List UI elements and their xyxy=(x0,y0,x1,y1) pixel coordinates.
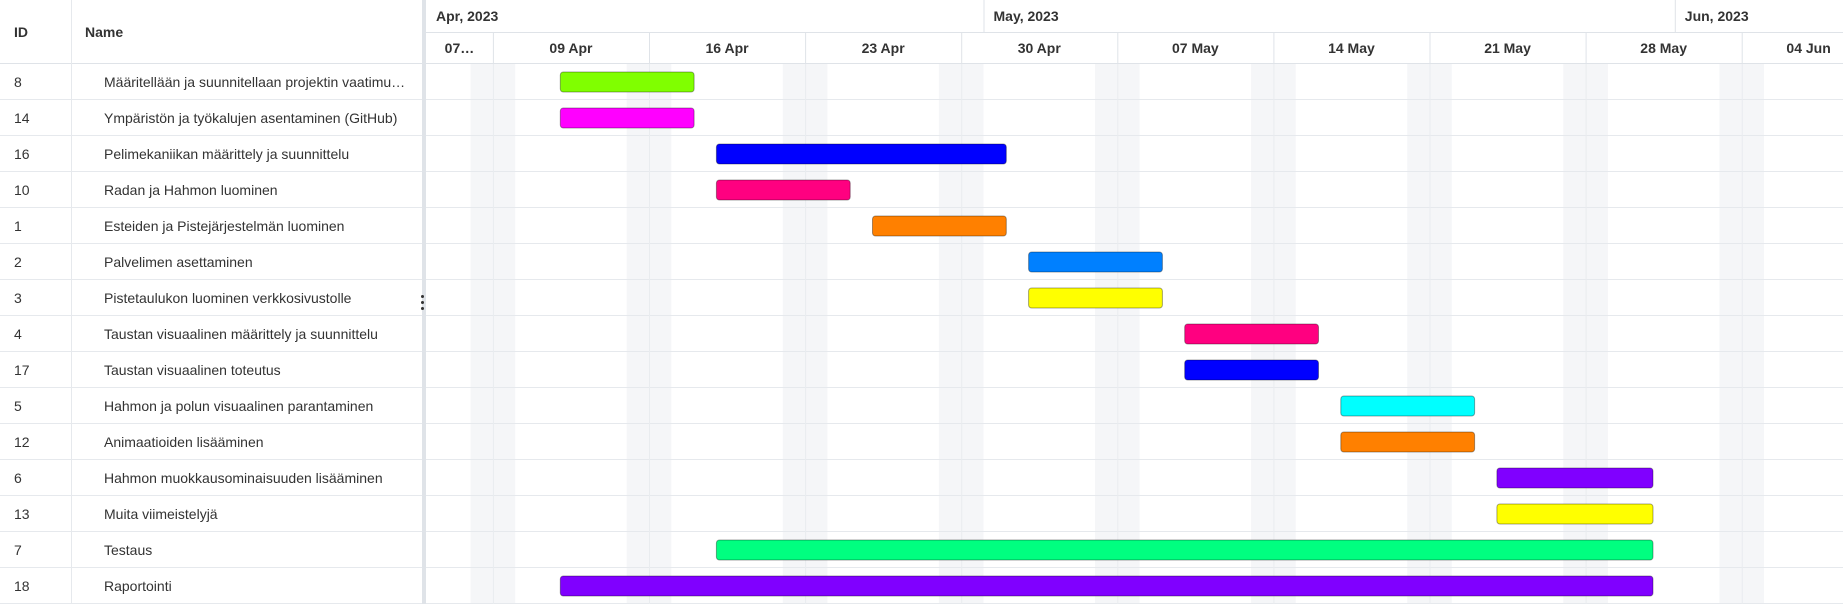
task-grid: ID Name 8 Määritellään ja suunnitellaan p… xyxy=(0,0,426,604)
task-name: Ympäristön ja työkalujen asentaminen (Gi… xyxy=(104,110,398,126)
week-label: 04 Jun xyxy=(1786,40,1830,56)
table-row[interactable]: 17 Taustan visuaalinen toteutus xyxy=(0,352,422,388)
task-name: Radan ja Hahmon luominen xyxy=(104,182,278,198)
task-bar[interactable] xyxy=(1496,467,1654,489)
task-id: 4 xyxy=(14,326,22,342)
weekend-shade xyxy=(470,64,493,604)
task-id: 6 xyxy=(14,470,22,486)
weekend-shade xyxy=(1407,64,1430,604)
table-row[interactable]: 6 Hahmon muokkausominaisuuden lisääminen xyxy=(0,460,422,496)
task-name: Animaatioiden lisääminen xyxy=(104,434,264,450)
weekend-shade xyxy=(1117,64,1140,604)
week-label: 14 May xyxy=(1328,40,1375,56)
table-row[interactable]: 16 Pelimekaniikan määrittely ja suunnitte… xyxy=(0,136,422,172)
week-label: 09 Apr xyxy=(549,40,593,56)
table-row[interactable]: 7 Testaus xyxy=(0,532,422,568)
week-label: 23 Apr xyxy=(862,40,906,56)
month-label: May, 2023 xyxy=(994,8,1059,24)
month-label: Apr, 2023 xyxy=(436,8,498,24)
task-bar[interactable] xyxy=(1028,251,1163,273)
task-name: Muita viimeistelyjä xyxy=(104,506,218,522)
task-id: 3 xyxy=(14,290,22,306)
task-id: 18 xyxy=(14,578,30,594)
table-row[interactable]: 1 Esteiden ja Pistejärjestelmän luominen xyxy=(0,208,422,244)
table-row[interactable]: 18 Raportointi xyxy=(0,568,422,604)
week-label: 28 May xyxy=(1640,40,1687,56)
weekend-shade xyxy=(626,64,649,604)
table-row[interactable]: 4 Taustan visuaalinen määrittely ja suunn… xyxy=(0,316,422,352)
task-id: 10 xyxy=(14,182,30,198)
table-row[interactable]: 3 Pistetaulukon luominen verkkosivustolle xyxy=(0,280,422,316)
task-bar[interactable] xyxy=(715,143,1007,165)
task-id: 8 xyxy=(14,74,22,90)
task-bar[interactable] xyxy=(1184,359,1320,381)
weekend-shade xyxy=(1741,64,1764,604)
weekend-shade xyxy=(1719,64,1742,604)
weekend-shade xyxy=(938,64,962,604)
task-bar[interactable] xyxy=(559,71,695,93)
gantt-timeline: Apr, 2023 May, 2023 Jun, 2023 07… 09 Apr 16 A… xyxy=(426,0,1843,604)
task-id: 1 xyxy=(14,218,22,234)
weekend-shade xyxy=(1429,64,1452,604)
task-name: Palvelimen asettaminen xyxy=(104,254,253,270)
task-name: Hahmon muokkausominaisuuden lisääminen xyxy=(104,470,383,486)
table-row[interactable]: 12 Animaatioiden lisääminen xyxy=(0,424,422,460)
task-bar[interactable] xyxy=(1340,431,1476,453)
task-name: Testaus xyxy=(104,542,153,558)
column-divider xyxy=(71,0,72,604)
week-label: 16 Apr xyxy=(706,40,750,56)
task-name: Hahmon ja polun visuaalinen parantaminen xyxy=(104,398,374,414)
task-id: 12 xyxy=(14,434,30,450)
task-bar[interactable] xyxy=(1340,395,1476,417)
weekend-shade xyxy=(649,64,672,604)
task-name: Esteiden ja Pistejärjestelmän luominen xyxy=(104,218,345,234)
table-row[interactable]: 13 Muita viimeistelyjä xyxy=(0,496,422,532)
column-header-id[interactable]: ID xyxy=(14,24,28,40)
task-id: 2 xyxy=(14,254,22,270)
task-id: 7 xyxy=(14,542,22,558)
task-name: Taustan visuaalinen toteutus xyxy=(104,362,281,378)
task-id: 5 xyxy=(14,398,22,414)
month-label: Jun, 2023 xyxy=(1685,8,1749,24)
weekend-shade xyxy=(492,64,516,604)
task-name: Taustan visuaalinen määrittely ja suunni… xyxy=(104,326,378,342)
task-bar[interactable] xyxy=(559,107,695,129)
task-bar[interactable] xyxy=(715,539,1654,561)
table-row[interactable]: 14 Ympäristön ja työkalujen asentaminen (… xyxy=(0,100,422,136)
task-name: Pelimekaniikan määrittely ja suunnittelu xyxy=(104,146,350,162)
weekend-shade xyxy=(1095,64,1118,604)
week-label: 07 May xyxy=(1172,40,1219,56)
week-label: 30 Apr xyxy=(1018,40,1062,56)
task-name: Pistetaulukon luominen verkkosivustolle xyxy=(104,290,352,306)
task-id: 16 xyxy=(14,146,30,162)
task-bar[interactable] xyxy=(715,179,851,201)
grid-resize-handle-icon[interactable] xyxy=(420,293,424,313)
table-row[interactable]: 2 Palvelimen asettaminen xyxy=(0,244,422,280)
task-bar[interactable] xyxy=(559,575,1654,597)
task-name: Määritellään ja suunnitellaan projektin … xyxy=(104,74,409,90)
table-row[interactable]: 10 Radan ja Hahmon luominen xyxy=(0,172,422,208)
weekend-shade xyxy=(961,64,984,604)
task-bar[interactable] xyxy=(872,215,1007,237)
grid-header: ID Name xyxy=(0,0,422,64)
task-id: 17 xyxy=(14,362,30,378)
task-bar[interactable] xyxy=(1496,503,1654,525)
week-label: 21 May xyxy=(1484,40,1531,56)
week-label: 07… xyxy=(445,40,475,56)
column-header-name[interactable]: Name xyxy=(85,24,124,40)
task-id: 13 xyxy=(14,506,30,522)
task-name: Raportointi xyxy=(104,578,172,594)
task-id: 14 xyxy=(14,110,30,126)
table-row[interactable]: 5 Hahmon ja polun visuaalinen parantamine… xyxy=(0,388,422,424)
table-row[interactable]: 8 Määritellään ja suunnitellaan projektin… xyxy=(0,64,422,100)
task-bar[interactable] xyxy=(1028,287,1163,309)
task-bar[interactable] xyxy=(1184,323,1320,345)
